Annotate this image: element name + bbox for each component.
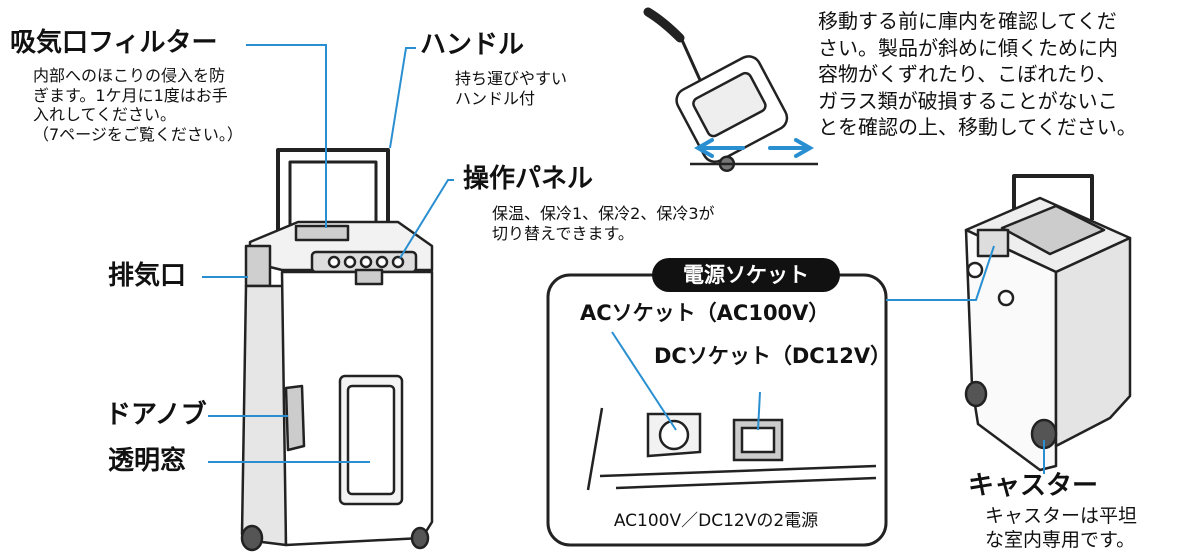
label-door-knob: ドアノブ bbox=[105, 400, 207, 430]
moving-illustration bbox=[643, 7, 818, 173]
label-intake-filter: 吸気口フィルター bbox=[10, 28, 218, 58]
label-ac-socket: ACソケット（AC100V） bbox=[580, 301, 830, 325]
cooler-box-front-illustration bbox=[240, 148, 434, 552]
desc-handle: 持ち運びやすい ハンドル付 bbox=[455, 69, 568, 108]
moving-note: 移動する前に庫内を確認してくだ さい。製品が斜めに傾くために内 容物がくずれたり… bbox=[818, 9, 1137, 140]
label-window: 透明窓 bbox=[108, 446, 187, 476]
arrow-right-icon bbox=[768, 138, 815, 158]
label-handle: ハンドル bbox=[420, 30, 525, 60]
label-caster: キャスター bbox=[968, 471, 1099, 501]
socket-closeup-illustration bbox=[586, 407, 877, 491]
desc-control-panel: 保温、保冷1、保冷2、保冷3が 切り替えできます。 bbox=[492, 204, 715, 243]
label-control-panel: 操作パネル bbox=[463, 164, 594, 194]
cooler-box-back-illustration bbox=[964, 174, 1132, 472]
desc-caster: キャスターは平坦 な室内専用です。 bbox=[985, 505, 1138, 551]
label-exhaust: 排気口 bbox=[108, 261, 187, 291]
label-dc-socket: DCソケット（DC12V） bbox=[654, 344, 892, 368]
power-socket-footer: AC100V／DC12Vの2電源 bbox=[613, 511, 819, 531]
power-socket-title: 電源ソケット bbox=[652, 258, 840, 292]
leader-lines bbox=[202, 44, 1045, 474]
desc-intake-filter: 内部へのほこりの侵入を防 ぎます。1ケ月に1度はお手 入れしてください。 （7ペ… bbox=[33, 66, 243, 144]
arrow-left-icon bbox=[693, 138, 745, 158]
